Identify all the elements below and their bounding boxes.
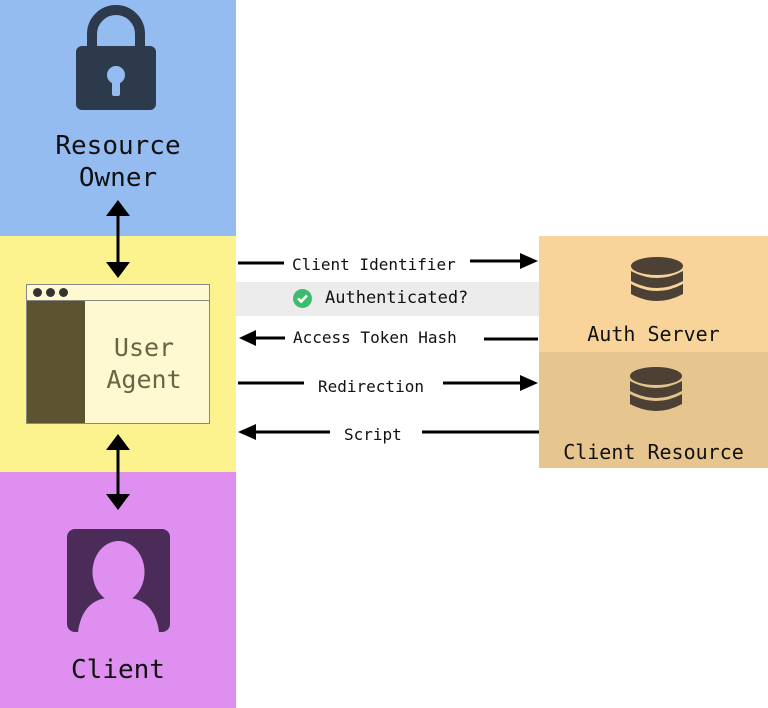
client-identifier-arrow <box>238 253 538 269</box>
browser-sidebar <box>27 301 85 423</box>
lock-icon <box>76 5 156 110</box>
script-label: Script <box>344 425 402 444</box>
agent-client-arrow <box>106 434 130 510</box>
redirection-label: Redirection <box>318 377 424 396</box>
authenticated-band <box>236 282 539 316</box>
client-label: Client <box>71 655 165 685</box>
user-agent-label: User Agent <box>106 333 182 394</box>
resource-owner-panel <box>0 0 236 236</box>
access-token-hash-label: Access Token Hash <box>293 328 457 347</box>
client-identifier-label: Client Identifier <box>292 255 456 274</box>
access-token-hash-arrow <box>239 330 538 346</box>
window-dot-icon <box>59 288 68 297</box>
window-dot-icon <box>46 288 55 297</box>
authenticated-label: Authenticated? <box>325 288 469 308</box>
client-resource-label: Client Resource <box>563 440 744 464</box>
browser-window <box>26 284 210 424</box>
check-circle-icon <box>293 289 312 308</box>
database-icon <box>631 257 683 301</box>
database-icon <box>630 367 682 411</box>
script-arrow <box>238 424 539 440</box>
redirection-arrow <box>238 375 538 391</box>
owner-agent-arrow <box>106 200 130 278</box>
resource-owner-label: Resource Owner <box>55 131 181 193</box>
browser-title-bar <box>27 285 209 301</box>
auth-server-panel: Auth Server <box>539 236 768 352</box>
window-dot-icon <box>33 288 42 297</box>
user-icon <box>67 529 170 632</box>
auth-server-label: Auth Server <box>587 322 720 346</box>
